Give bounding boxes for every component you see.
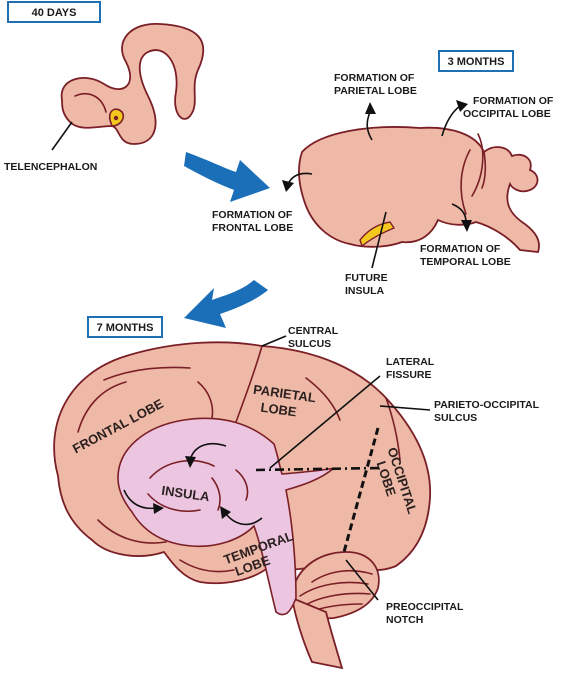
label-temporal-formation-2: TEMPORAL LOBE (420, 256, 511, 268)
label-central-sulcus-2: SULCUS (288, 338, 331, 350)
label-future-insula-1: FUTURE (345, 272, 388, 284)
label-parietal-formation-2: PARIETAL LOBE (334, 85, 417, 97)
insula-fold-1 (149, 459, 215, 479)
label-parieto-occipital-1: PARIETO-OCCIPITAL (434, 399, 540, 411)
label-parieto-occipital-2: SULCUS (434, 412, 477, 424)
rotation-arrow-1-head (185, 456, 196, 468)
brainstem (290, 596, 344, 670)
label-frontal-formation-2: FRONTAL LOBE (212, 222, 293, 234)
cerebellar-fold (481, 151, 487, 189)
label-temporal-formation-1: FORMATION OF (420, 243, 501, 255)
stage-7-months: 7 MONTHS (53, 316, 540, 670)
rotation-arrow-3-head (220, 506, 231, 519)
development-arrow-1 (184, 152, 270, 202)
stage-label-3-months: 3 MONTHS (448, 56, 505, 68)
optic-vesicle-center (113, 115, 119, 121)
insula-fold-3 (211, 477, 221, 511)
label-telencephalon: TELENCEPHALON (4, 161, 97, 173)
insula-fold-2 (147, 493, 201, 512)
lobe-insula: INSULA (161, 483, 212, 505)
stage-box-7-months (87, 316, 163, 338)
insula-region (117, 417, 335, 616)
future-insula-region (359, 221, 396, 248)
stage-box-40-days (7, 1, 101, 23)
development-arrow-2 (184, 280, 268, 328)
central-sulcus-leader (261, 335, 287, 347)
arrow-parietal (366, 111, 373, 141)
label-preoccipital-notch-2: NOTCH (386, 614, 423, 626)
frontal-fold-2 (97, 519, 167, 544)
embryonic-neural-tube (60, 23, 205, 145)
parieto-occipital-fold (385, 397, 401, 461)
label-lateral-fissure-2: FISSURE (386, 369, 432, 381)
lobe-parietal-2: LOBE (260, 400, 298, 420)
temporal-fold (179, 559, 235, 573)
central-sulcus-line (235, 345, 263, 423)
rotation-arrow-2-head (153, 503, 164, 514)
insula-fold-4 (235, 469, 249, 501)
occipital-fold (460, 149, 471, 215)
telencephalon-leader (51, 121, 73, 151)
label-preoccipital-notch-1: PREOCCIPITAL (386, 601, 464, 613)
stage-label-40-days: 40 DAYS (32, 7, 77, 19)
stage-label-7-months: 7 MONTHS (97, 322, 154, 334)
precentral-fold (197, 381, 214, 419)
stage-3-months: 3 MONTHS FORMATION OF PARIETAL LOBE FORM… (212, 50, 554, 297)
frontal-fold-3 (77, 381, 127, 433)
arrow-occipital (441, 105, 461, 137)
stage-40-days: 40 DAYS TELENCEPHALON (4, 1, 205, 173)
label-parietal-formation-1: FORMATION OF (334, 72, 415, 84)
cerebellum-fold-2 (303, 592, 371, 607)
label-future-insula-2: INSULA (345, 285, 385, 297)
rotation-arrow-2 (123, 489, 157, 510)
lateral-fissure-extension (255, 466, 381, 472)
hindbrain-fold (471, 133, 484, 197)
arrow-temporal-head (461, 220, 472, 232)
neural-tube-fold (74, 92, 107, 113)
rotation-arrow-3 (225, 513, 263, 526)
lateral-fissure-leader (269, 375, 381, 469)
label-central-sulcus-1: CENTRAL (288, 325, 339, 337)
frontal-fold-1 (103, 366, 191, 381)
preoccipital-notch-leader (345, 559, 379, 601)
label-occipital-formation-1: FORMATION OF (473, 95, 554, 107)
label-lateral-fissure-1: LATERAL (386, 356, 435, 368)
arrow-frontal-head (282, 180, 294, 192)
future-insula-leader (371, 211, 387, 269)
stage-box-3-months (438, 50, 514, 72)
parietal-fold (305, 377, 341, 421)
parieto-occipital-leader (379, 405, 431, 411)
cerebellum-fold-4 (311, 569, 373, 583)
label-occipital-formation-2: OCCIPITAL LOBE (463, 108, 551, 120)
fetal-brain-3-months (298, 126, 540, 253)
arrow-occipital-head (456, 100, 468, 112)
arrow-parietal-head (365, 102, 376, 114)
cerebellum-fold-1 (299, 581, 369, 597)
label-frontal-formation-1: FORMATION OF (212, 209, 293, 221)
